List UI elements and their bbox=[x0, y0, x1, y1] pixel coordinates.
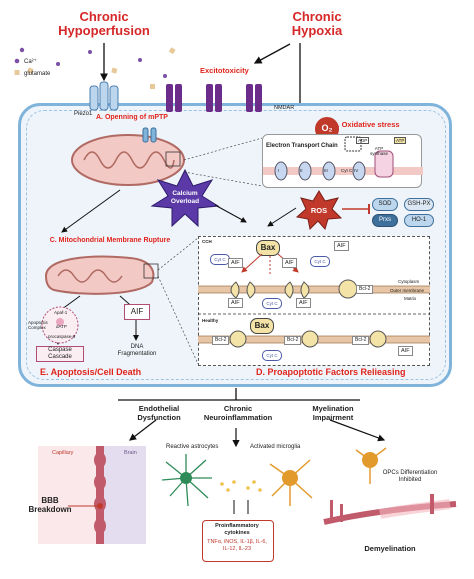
legend-icons bbox=[14, 58, 20, 75]
cytokines-title: Proinflammatory cytokines bbox=[215, 523, 259, 536]
sod-pill: SOD bbox=[372, 198, 398, 211]
calcium-overload-label: Calcium Overload bbox=[170, 190, 200, 205]
excitotoxicity-label: Excitotoxicity bbox=[200, 66, 249, 75]
cell-inner-boundary bbox=[26, 110, 446, 380]
proapoptotic-drawing bbox=[198, 253, 430, 348]
datp-label: dATP bbox=[56, 324, 67, 329]
brain-label: Brain bbox=[124, 450, 137, 456]
matrix-label: Matrix bbox=[404, 296, 417, 301]
step-c-label: C. Mitochondrial Membrane Rupture bbox=[49, 237, 171, 244]
cytc-cch-3: Cyt C bbox=[262, 298, 282, 309]
legend-ca: Ca²⁺ bbox=[24, 59, 37, 65]
endothelial-dysfunction-label: Endothelial Dysfunction bbox=[137, 404, 181, 422]
reactive-astrocytes-label: Reactive astrocytes bbox=[166, 444, 219, 450]
complex-ii-label: II bbox=[300, 168, 303, 173]
etc-cytc-label: Cyt C bbox=[341, 168, 353, 173]
glia-cells-icon bbox=[161, 454, 313, 514]
complex-i-label: I bbox=[278, 168, 280, 173]
prxs-pill: Prxs bbox=[372, 214, 398, 227]
bax-healthy: Bax bbox=[250, 318, 274, 334]
ros-label: ROS bbox=[310, 206, 328, 215]
complex-iii-label: III bbox=[324, 168, 328, 173]
chronic-hypoperfusion-title: Chronic Hypoperfusion bbox=[58, 9, 150, 38]
outer-membrane-label: Outer membrane bbox=[390, 288, 425, 293]
atp-label: ATP bbox=[394, 137, 407, 144]
calcium-overload-star bbox=[150, 168, 220, 228]
aif-healthy: AIF bbox=[398, 346, 413, 356]
healthy-label: Healthy bbox=[202, 318, 219, 323]
nmdar-label: NMDAR bbox=[274, 105, 295, 111]
bcl2-healthy-3: Bcl-2 bbox=[352, 336, 370, 345]
opcs-label: OPCs Differentiation Inhibited bbox=[382, 470, 438, 483]
dna-fragmentation-label: DNA Fragmentation bbox=[117, 344, 157, 357]
inhibit-line bbox=[342, 204, 370, 214]
bcl2-healthy-2: Bcl-2 bbox=[284, 336, 302, 345]
bax-cch: Bax bbox=[256, 240, 280, 256]
atp-synthase-label: ATP synthase bbox=[369, 146, 388, 156]
mptp-icon bbox=[142, 127, 157, 143]
ros-burst bbox=[295, 190, 343, 231]
o2-label: O₂ bbox=[321, 123, 333, 133]
neuroinflammation-label: Chronic Neuroinflammation bbox=[203, 404, 273, 422]
activated-microglia-label: Activated microglia bbox=[250, 444, 301, 450]
step-e-label: E. Apoptosis/Cell Death bbox=[40, 367, 142, 377]
cytc-cch-2: Cyt C bbox=[310, 256, 330, 267]
cytc-healthy: Cyt C bbox=[262, 350, 282, 361]
aif-cch-4: AIF bbox=[296, 298, 311, 308]
capillary-label: Capillary bbox=[52, 450, 74, 456]
aif-cch-top: AIF bbox=[334, 241, 349, 251]
ion-particles bbox=[19, 47, 176, 89]
apoptosis-complex-icon bbox=[41, 306, 79, 344]
cytoplasm-label: Cytoplasm bbox=[398, 279, 420, 284]
legend-glutamate: glutamate bbox=[24, 71, 51, 77]
step-b-label: B. Oxidative stress bbox=[332, 120, 400, 129]
gshpx-pill: GSH-PX bbox=[404, 198, 434, 211]
aif-cch-2: AIF bbox=[282, 258, 297, 268]
aif-cch-1: AIF bbox=[228, 258, 243, 268]
demyelination-label: Demyelination bbox=[364, 544, 416, 553]
bbb-wall bbox=[68, 446, 146, 544]
caspase-cascade-box: Caspase Cascade bbox=[36, 346, 84, 362]
step-d-label: D. Proapoptotic Factors Relieasing bbox=[256, 367, 406, 377]
nmdar-channels-icon bbox=[166, 84, 262, 112]
etc-panel bbox=[262, 134, 423, 188]
apoptosis-complex-label: Apoptosis Complex bbox=[28, 320, 48, 330]
piezo1-label: Piezo1 bbox=[74, 111, 93, 117]
myelination-impairment-label: Myelination Impairment bbox=[312, 404, 354, 422]
cch-label: CCH bbox=[202, 239, 212, 244]
step-a-label: A. Openning of mPTP bbox=[96, 114, 168, 121]
aif-cch-3: AIF bbox=[228, 298, 243, 308]
mitochondrion-ruptured bbox=[44, 255, 159, 295]
demyelination-icon bbox=[323, 447, 457, 525]
cytokines-box bbox=[202, 520, 274, 562]
bcl2-cch: Bcl-2 bbox=[356, 285, 374, 294]
procaspase9-label: procaspase-9 bbox=[48, 334, 76, 339]
complex-iv-label: IV bbox=[354, 168, 359, 173]
bbb-breakdown-label: BBB Breakdown bbox=[28, 496, 72, 514]
adp-label: ADP bbox=[356, 137, 370, 144]
cytokines-list: TNFα, iNOS, IL-1β, IL-6, IL-12, IL-23 bbox=[207, 539, 267, 552]
apaf1-label: Apaf-1 bbox=[54, 310, 68, 315]
ho1-pill: HO-1 bbox=[404, 214, 434, 227]
chronic-hypoxia-title: Chronic Hypoxia bbox=[291, 9, 343, 38]
piezo1-channel-icon bbox=[89, 81, 119, 111]
bcl2-healthy-1: Bcl-2 bbox=[212, 336, 230, 345]
etc-label: Electron Transport Chain bbox=[266, 143, 338, 149]
aif-box-left: AIF bbox=[124, 304, 150, 320]
